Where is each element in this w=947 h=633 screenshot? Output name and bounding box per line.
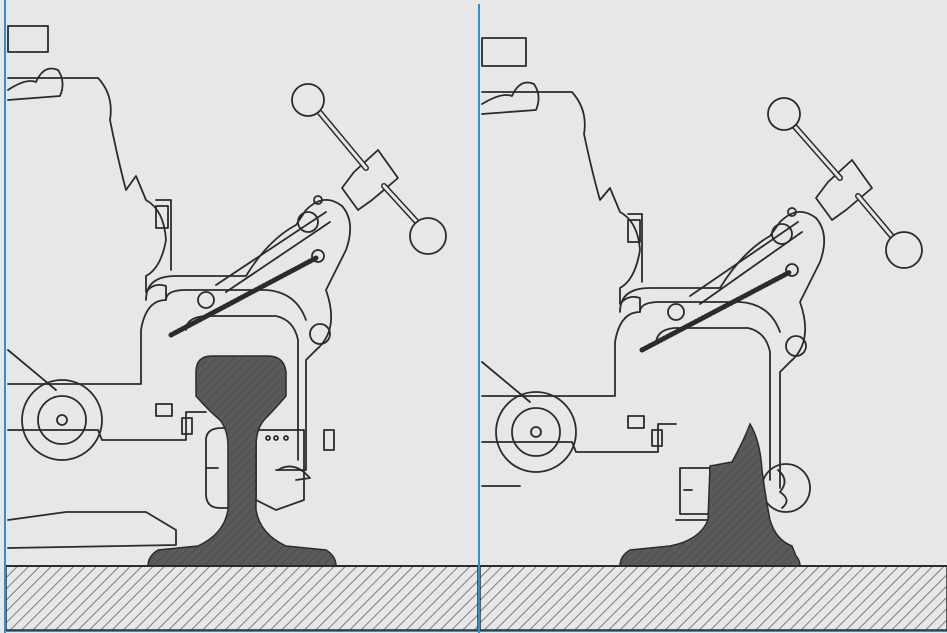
wheel-outer bbox=[495, 391, 577, 473]
rail-profile-cut bbox=[619, 422, 801, 567]
handle-knob-upper bbox=[291, 83, 325, 117]
spring bbox=[168, 255, 319, 338]
rail-profile bbox=[147, 355, 337, 567]
panel-right-drawing bbox=[480, 37, 947, 631]
tension-arm bbox=[689, 221, 799, 297]
panel-divider bbox=[478, 4, 480, 633]
machine-top-box bbox=[7, 25, 49, 53]
panel-left-drawing bbox=[6, 25, 478, 631]
ground bbox=[480, 565, 947, 631]
wheel-hub bbox=[56, 414, 68, 426]
bottom-border bbox=[4, 630, 947, 632]
chassis-lower bbox=[7, 511, 177, 549]
machine-body bbox=[7, 77, 167, 385]
clamp-inner bbox=[655, 327, 771, 481]
left-jaw bbox=[679, 467, 711, 515]
tension-arm bbox=[215, 211, 327, 286]
handle-knob-lower bbox=[409, 217, 447, 255]
handle-knob-lower bbox=[885, 231, 923, 269]
left-border bbox=[4, 0, 6, 633]
screw-block bbox=[815, 159, 873, 221]
panel-left bbox=[6, 0, 478, 633]
wheel-inner bbox=[511, 407, 561, 457]
handle-knob-upper bbox=[767, 97, 801, 131]
wheel-outer bbox=[21, 379, 103, 461]
clamp-frame bbox=[619, 211, 826, 489]
spring bbox=[639, 269, 793, 353]
wheel-inner bbox=[37, 395, 87, 445]
operator-hand bbox=[7, 67, 64, 101]
machine-body bbox=[481, 91, 641, 397]
machine-top-box bbox=[481, 37, 527, 67]
panel-right bbox=[480, 0, 947, 633]
screw-block bbox=[341, 149, 399, 211]
wheel-hub bbox=[530, 426, 542, 438]
operator-hand bbox=[481, 81, 540, 115]
clamp-frame bbox=[145, 199, 352, 471]
ground bbox=[6, 565, 478, 631]
machine-bracket bbox=[155, 199, 172, 271]
